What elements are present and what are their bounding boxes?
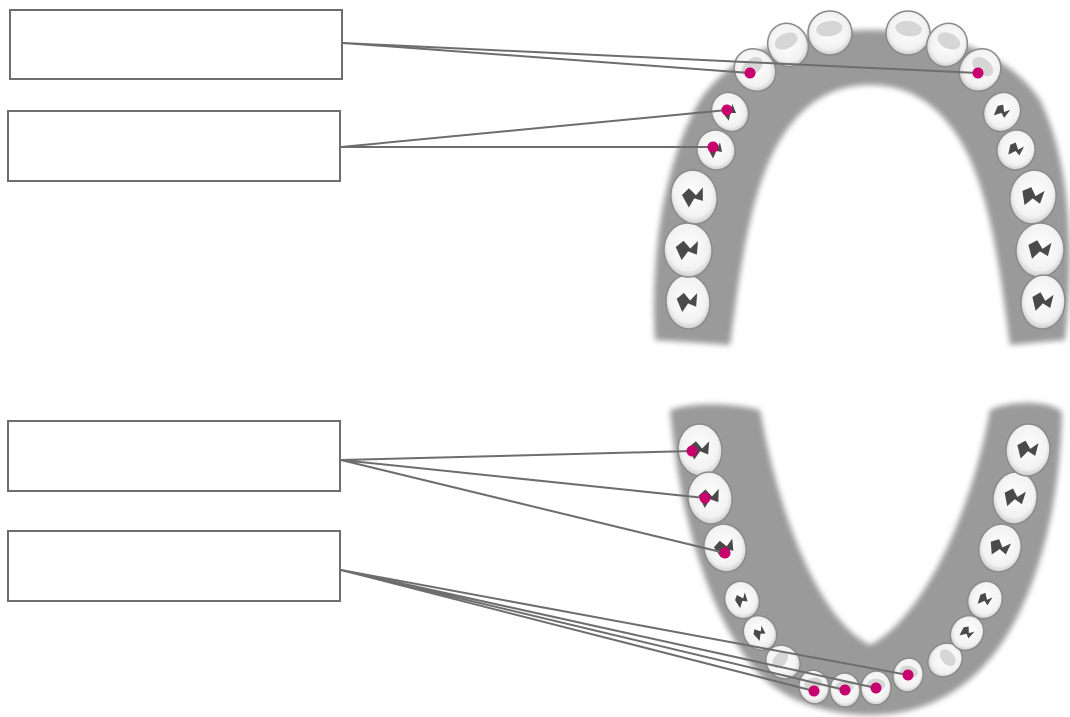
upper-gum: [654, 30, 1070, 345]
leader-line: [340, 569, 877, 689]
markers: [686, 67, 984, 697]
leader-line: [340, 459, 706, 499]
leader-line: [340, 569, 909, 676]
lower-arch: [670, 402, 1062, 715]
lower-tooth: [966, 580, 1004, 620]
upper-tooth: [663, 222, 713, 278]
marker-dot: [902, 669, 914, 681]
marker-dot: [719, 547, 731, 559]
leader-line: [342, 42, 979, 74]
lower-tooth: [949, 614, 985, 652]
label-box-3[interactable]: [7, 420, 341, 492]
upper-tooth: [665, 274, 711, 330]
marker-dot: [808, 685, 820, 697]
leader-line: [340, 569, 846, 691]
label-box-1[interactable]: [9, 9, 343, 80]
upper-tooth: [766, 22, 810, 68]
leader-lines: [340, 42, 979, 692]
upper-tooth: [670, 169, 718, 225]
leader-line: [340, 459, 726, 554]
leader-line: [340, 450, 693, 461]
upper-tooth: [982, 91, 1022, 133]
label-box-4[interactable]: [7, 530, 341, 602]
lower-tooth: [1005, 423, 1051, 477]
marker-dot: [686, 445, 698, 457]
leader-line: [340, 109, 728, 148]
upper-teeth: [663, 10, 1066, 330]
marker-dot: [839, 684, 851, 696]
upper-tooth: [925, 22, 969, 68]
marker-dot: [721, 104, 733, 116]
lower-tooth: [927, 642, 963, 678]
leader-line: [340, 569, 815, 692]
marker-dot: [707, 141, 719, 153]
upper-tooth: [1009, 169, 1057, 225]
upper-tooth: [996, 129, 1036, 171]
upper-tooth: [807, 10, 853, 56]
marker-dot: [744, 67, 756, 79]
upper-arch: [654, 10, 1070, 345]
upper-tooth: [1020, 274, 1066, 330]
label-box-2[interactable]: [7, 110, 341, 182]
lower-tooth: [742, 614, 778, 652]
marker-dot: [870, 682, 882, 694]
marker-dot: [699, 492, 711, 504]
upper-tooth: [885, 10, 931, 56]
lower-teeth: [677, 423, 1051, 708]
marker-dot: [972, 67, 984, 79]
lower-tooth: [978, 523, 1022, 573]
leader-line: [342, 42, 751, 74]
